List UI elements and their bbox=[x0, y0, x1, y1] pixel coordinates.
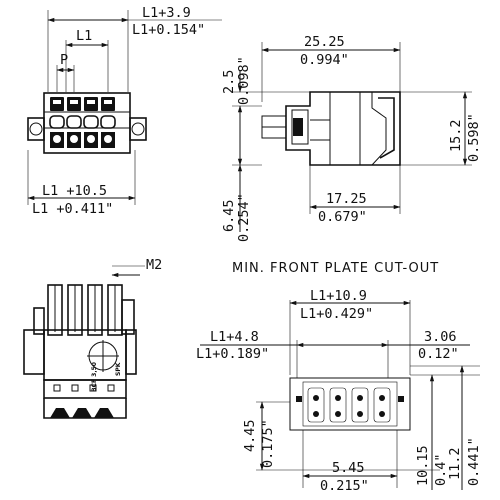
dim-cutout-width-in: L1+0.429" bbox=[300, 306, 373, 322]
dim-front-width-mm: L1+3.9 bbox=[142, 5, 191, 21]
dim-cutout-pins-in: L1+0.189" bbox=[196, 346, 269, 362]
dim-side-depth-in: 0.679" bbox=[318, 209, 367, 225]
dim-cutout-h1-mm: 10.15 bbox=[415, 445, 431, 486]
cutout-title: MIN. FRONT PLATE CUT-OUT bbox=[232, 261, 439, 276]
back-view: M2 BCF 3,50 SPK bbox=[23, 257, 162, 419]
dim-side-offset-mm: 2.5 bbox=[221, 70, 237, 94]
dim-side-depth-mm: 17.25 bbox=[326, 191, 367, 207]
dim-side-pin-mm: 6.45 bbox=[221, 199, 237, 232]
dim-side-length-mm: 25.25 bbox=[304, 34, 345, 50]
dim-side-height-mm: 15.2 bbox=[448, 119, 464, 152]
dim-front-l1: L1 bbox=[76, 28, 92, 44]
front-view: L1+3.9 L1+0.154" L1 P L1 +10.5 L1 +0.411… bbox=[27, 5, 222, 217]
side-view: 25.25 0.994" 2.5 0.098" 15.2 0.598" 6.45… bbox=[221, 34, 482, 242]
dim-screw-m2: M2 bbox=[146, 257, 162, 273]
dim-cutout-h2-in: 0.441" bbox=[466, 437, 482, 486]
marking-brand: SPK bbox=[115, 362, 122, 376]
dim-cutout-offset-in: 0.12" bbox=[418, 346, 459, 362]
marking-part: BCF 3,50 bbox=[91, 362, 98, 392]
dim-cutout-h2-mm: 11.2 bbox=[447, 447, 463, 480]
dim-cutout-bottom-in: 0.215" bbox=[320, 478, 369, 494]
dim-side-pin-in: 0.254" bbox=[236, 193, 252, 242]
dim-cutout-width-mm: L1+10.9 bbox=[310, 288, 367, 304]
dim-cutout-vert-mm: 4.45 bbox=[242, 419, 258, 452]
dim-cutout-vert-in: 0.175" bbox=[260, 419, 276, 468]
dim-cutout-pins-mm: L1+4.8 bbox=[210, 329, 259, 345]
dim-side-height-in: 0.598" bbox=[466, 113, 482, 162]
dim-side-offset-in: 0.098" bbox=[236, 56, 252, 105]
dim-front-width-in: L1+0.154" bbox=[132, 22, 205, 38]
dim-cutout-bottom-mm: 5.45 bbox=[332, 460, 365, 476]
dim-side-length-in: 0.994" bbox=[300, 52, 349, 68]
dim-front-overall-mm: L1 +10.5 bbox=[42, 183, 107, 199]
dim-front-overall-in: L1 +0.411" bbox=[32, 201, 113, 217]
dim-front-pitch: P bbox=[60, 52, 68, 68]
dim-cutout-h1-in: 0.4" bbox=[433, 453, 449, 486]
cutout-view: L1+10.9 L1+0.429" L1+4.8 L1+0.189" 3.06 … bbox=[196, 288, 482, 494]
dim-cutout-offset-mm: 3.06 bbox=[424, 329, 457, 345]
